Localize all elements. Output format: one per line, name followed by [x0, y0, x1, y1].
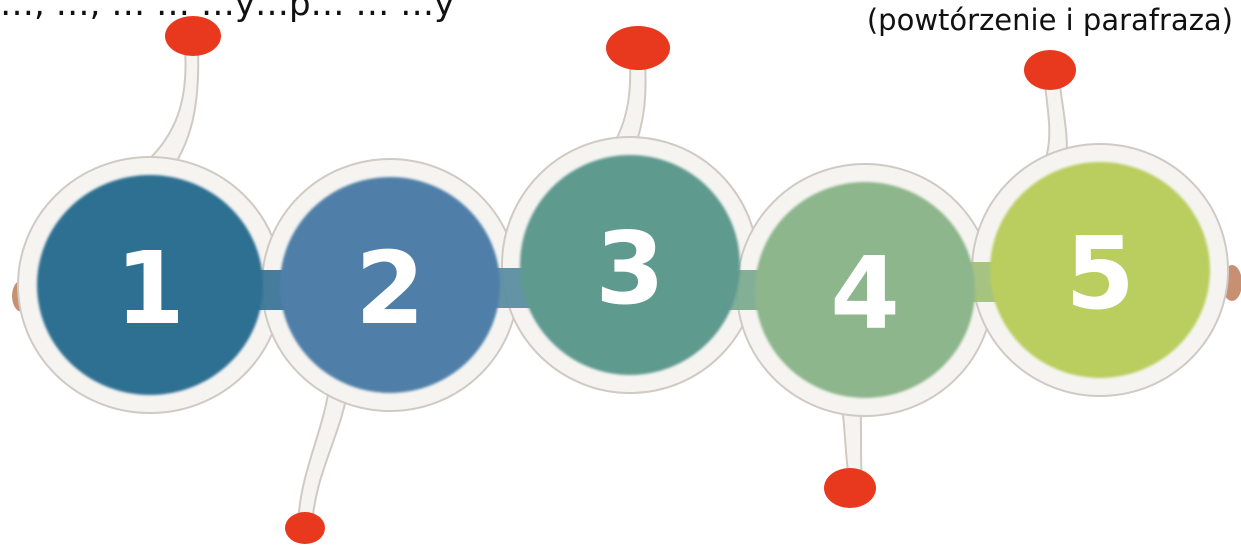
step-number-1: 1 — [115, 230, 185, 347]
step-number-4: 4 — [830, 235, 900, 352]
bud-3 — [606, 26, 670, 70]
step-bubble-4 — [755, 182, 975, 398]
bud-1 — [165, 16, 221, 56]
step-bubble-3 — [520, 155, 740, 375]
step-bubble-1 — [37, 175, 263, 395]
caption-subtitle: (powtórzenie i parafraza) — [866, 3, 1233, 37]
step-bubble-2 — [280, 177, 500, 393]
step-number-3: 3 — [595, 210, 665, 327]
step-number-5: 5 — [1065, 215, 1135, 332]
step-number-2: 2 — [355, 230, 425, 347]
top-caption-partial: …, …, … … …y…p… … …y — [0, 0, 455, 22]
bud-5 — [1024, 50, 1076, 90]
step-bubble-5 — [990, 162, 1210, 378]
bud-2 — [285, 512, 325, 544]
bud-4 — [824, 468, 876, 508]
